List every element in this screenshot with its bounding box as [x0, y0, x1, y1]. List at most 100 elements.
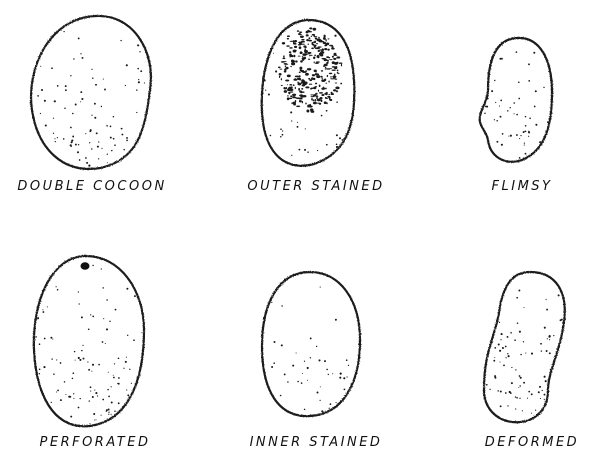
stipple-dot: [524, 130, 526, 132]
stipple-dot: [340, 83, 342, 85]
stipple-dot: [126, 137, 128, 139]
stipple-dot: [510, 135, 512, 137]
caption-double-cocoon: DOUBLE COCOON: [17, 179, 166, 194]
stipple-dot: [547, 338, 548, 339]
stipple-dot: [310, 357, 311, 358]
stipple-dot: [317, 414, 318, 415]
stipple-dot: [78, 144, 79, 145]
stipple-dot: [111, 386, 112, 387]
stipple-dot: [138, 79, 139, 80]
stipple-dot: [293, 84, 295, 86]
stipple-dot: [92, 265, 93, 266]
stipple-dot: [108, 412, 109, 413]
stipple-dot: [291, 120, 292, 121]
stipple-dot: [528, 80, 530, 82]
stipple-dot: [110, 137, 112, 139]
stipple-dot: [53, 133, 54, 134]
stipple-dot: [57, 85, 59, 87]
stain-speck: [289, 47, 292, 49]
perforated-drawing: [34, 256, 144, 426]
stipple-dot: [87, 361, 88, 362]
stipple-dot: [307, 151, 309, 153]
stain-speck: [302, 56, 304, 57]
stipple-dot: [118, 377, 120, 379]
stipple-dot: [101, 268, 102, 269]
stipple-dot: [108, 396, 110, 398]
stipple-dot: [137, 297, 138, 298]
stain-speck: [311, 88, 314, 90]
stipple-dot: [118, 402, 120, 404]
stipple-dot: [304, 361, 305, 362]
stipple-dot: [112, 416, 114, 418]
stipple-dot: [511, 367, 512, 368]
stipple-dot: [104, 89, 106, 91]
stain-speck: [327, 49, 329, 51]
stain-speck: [333, 77, 335, 79]
stipple-dot: [516, 134, 518, 136]
stipple-dot: [347, 376, 348, 377]
stipple-dot: [101, 106, 102, 107]
stipple-dot: [525, 116, 527, 118]
stipple-dot: [138, 45, 139, 46]
stipple-dot: [79, 303, 80, 304]
stipple-dot: [519, 385, 520, 386]
stain-speck: [301, 41, 305, 43]
stain-speck: [308, 52, 312, 54]
stipple-dot: [339, 377, 341, 379]
stain-speck: [296, 105, 300, 107]
stipple-dot: [524, 143, 525, 144]
stain-speck: [307, 68, 311, 70]
stipple-dot: [519, 138, 520, 139]
stain-speck: [290, 55, 293, 57]
stain-speck: [335, 82, 338, 83]
stain-speck: [289, 51, 292, 53]
stipple-dot: [57, 390, 59, 392]
stipple-dot: [297, 126, 299, 128]
stipple-dot: [307, 367, 309, 369]
stain-speck: [285, 80, 289, 82]
stain-speck: [332, 70, 336, 71]
stain-speck: [308, 37, 310, 39]
stipple-dot: [507, 405, 508, 406]
stain-speck: [316, 43, 318, 44]
stain-speck: [289, 84, 292, 86]
stipple-dot: [304, 149, 306, 151]
stipple-dot: [75, 144, 77, 146]
stipple-dot: [533, 52, 535, 54]
stipple-dot: [339, 137, 341, 139]
stain-speck: [282, 58, 285, 59]
double-cocoon-drawing: [31, 16, 151, 169]
stipple-dot: [281, 344, 283, 346]
stain-speck: [313, 56, 315, 59]
stipple-dot: [321, 410, 323, 412]
stipple-dot: [549, 339, 550, 340]
stipple-dot: [127, 394, 129, 396]
stain-speck: [295, 60, 298, 62]
stipple-dot: [535, 90, 537, 92]
stain-speck: [306, 31, 309, 34]
inner-stained-outline: [262, 272, 360, 416]
stipple-dot: [494, 375, 496, 377]
stipple-dot: [550, 369, 551, 370]
stipple-dot: [56, 359, 57, 360]
stipple-dot: [89, 423, 90, 424]
stain-speck: [316, 75, 320, 78]
stipple-dot: [60, 362, 62, 364]
stipple-dot: [290, 111, 292, 113]
stipple-dot: [72, 136, 74, 138]
stain-speck: [284, 90, 288, 93]
stipple-dot: [98, 364, 100, 366]
stipple-dot: [547, 121, 549, 123]
stipple-dot: [126, 357, 127, 358]
stipple-dot: [495, 102, 496, 103]
flimsy-stipple: [484, 51, 549, 160]
stipple-dot: [92, 316, 94, 318]
stipple-dot: [57, 289, 59, 291]
stain-speck: [278, 67, 281, 69]
stipple-dot: [515, 369, 516, 370]
stipple-dot: [310, 337, 312, 339]
stipple-dot: [513, 102, 515, 104]
stain-speck: [319, 49, 323, 50]
stipple-dot: [520, 135, 521, 136]
stipple-dot: [543, 87, 544, 88]
